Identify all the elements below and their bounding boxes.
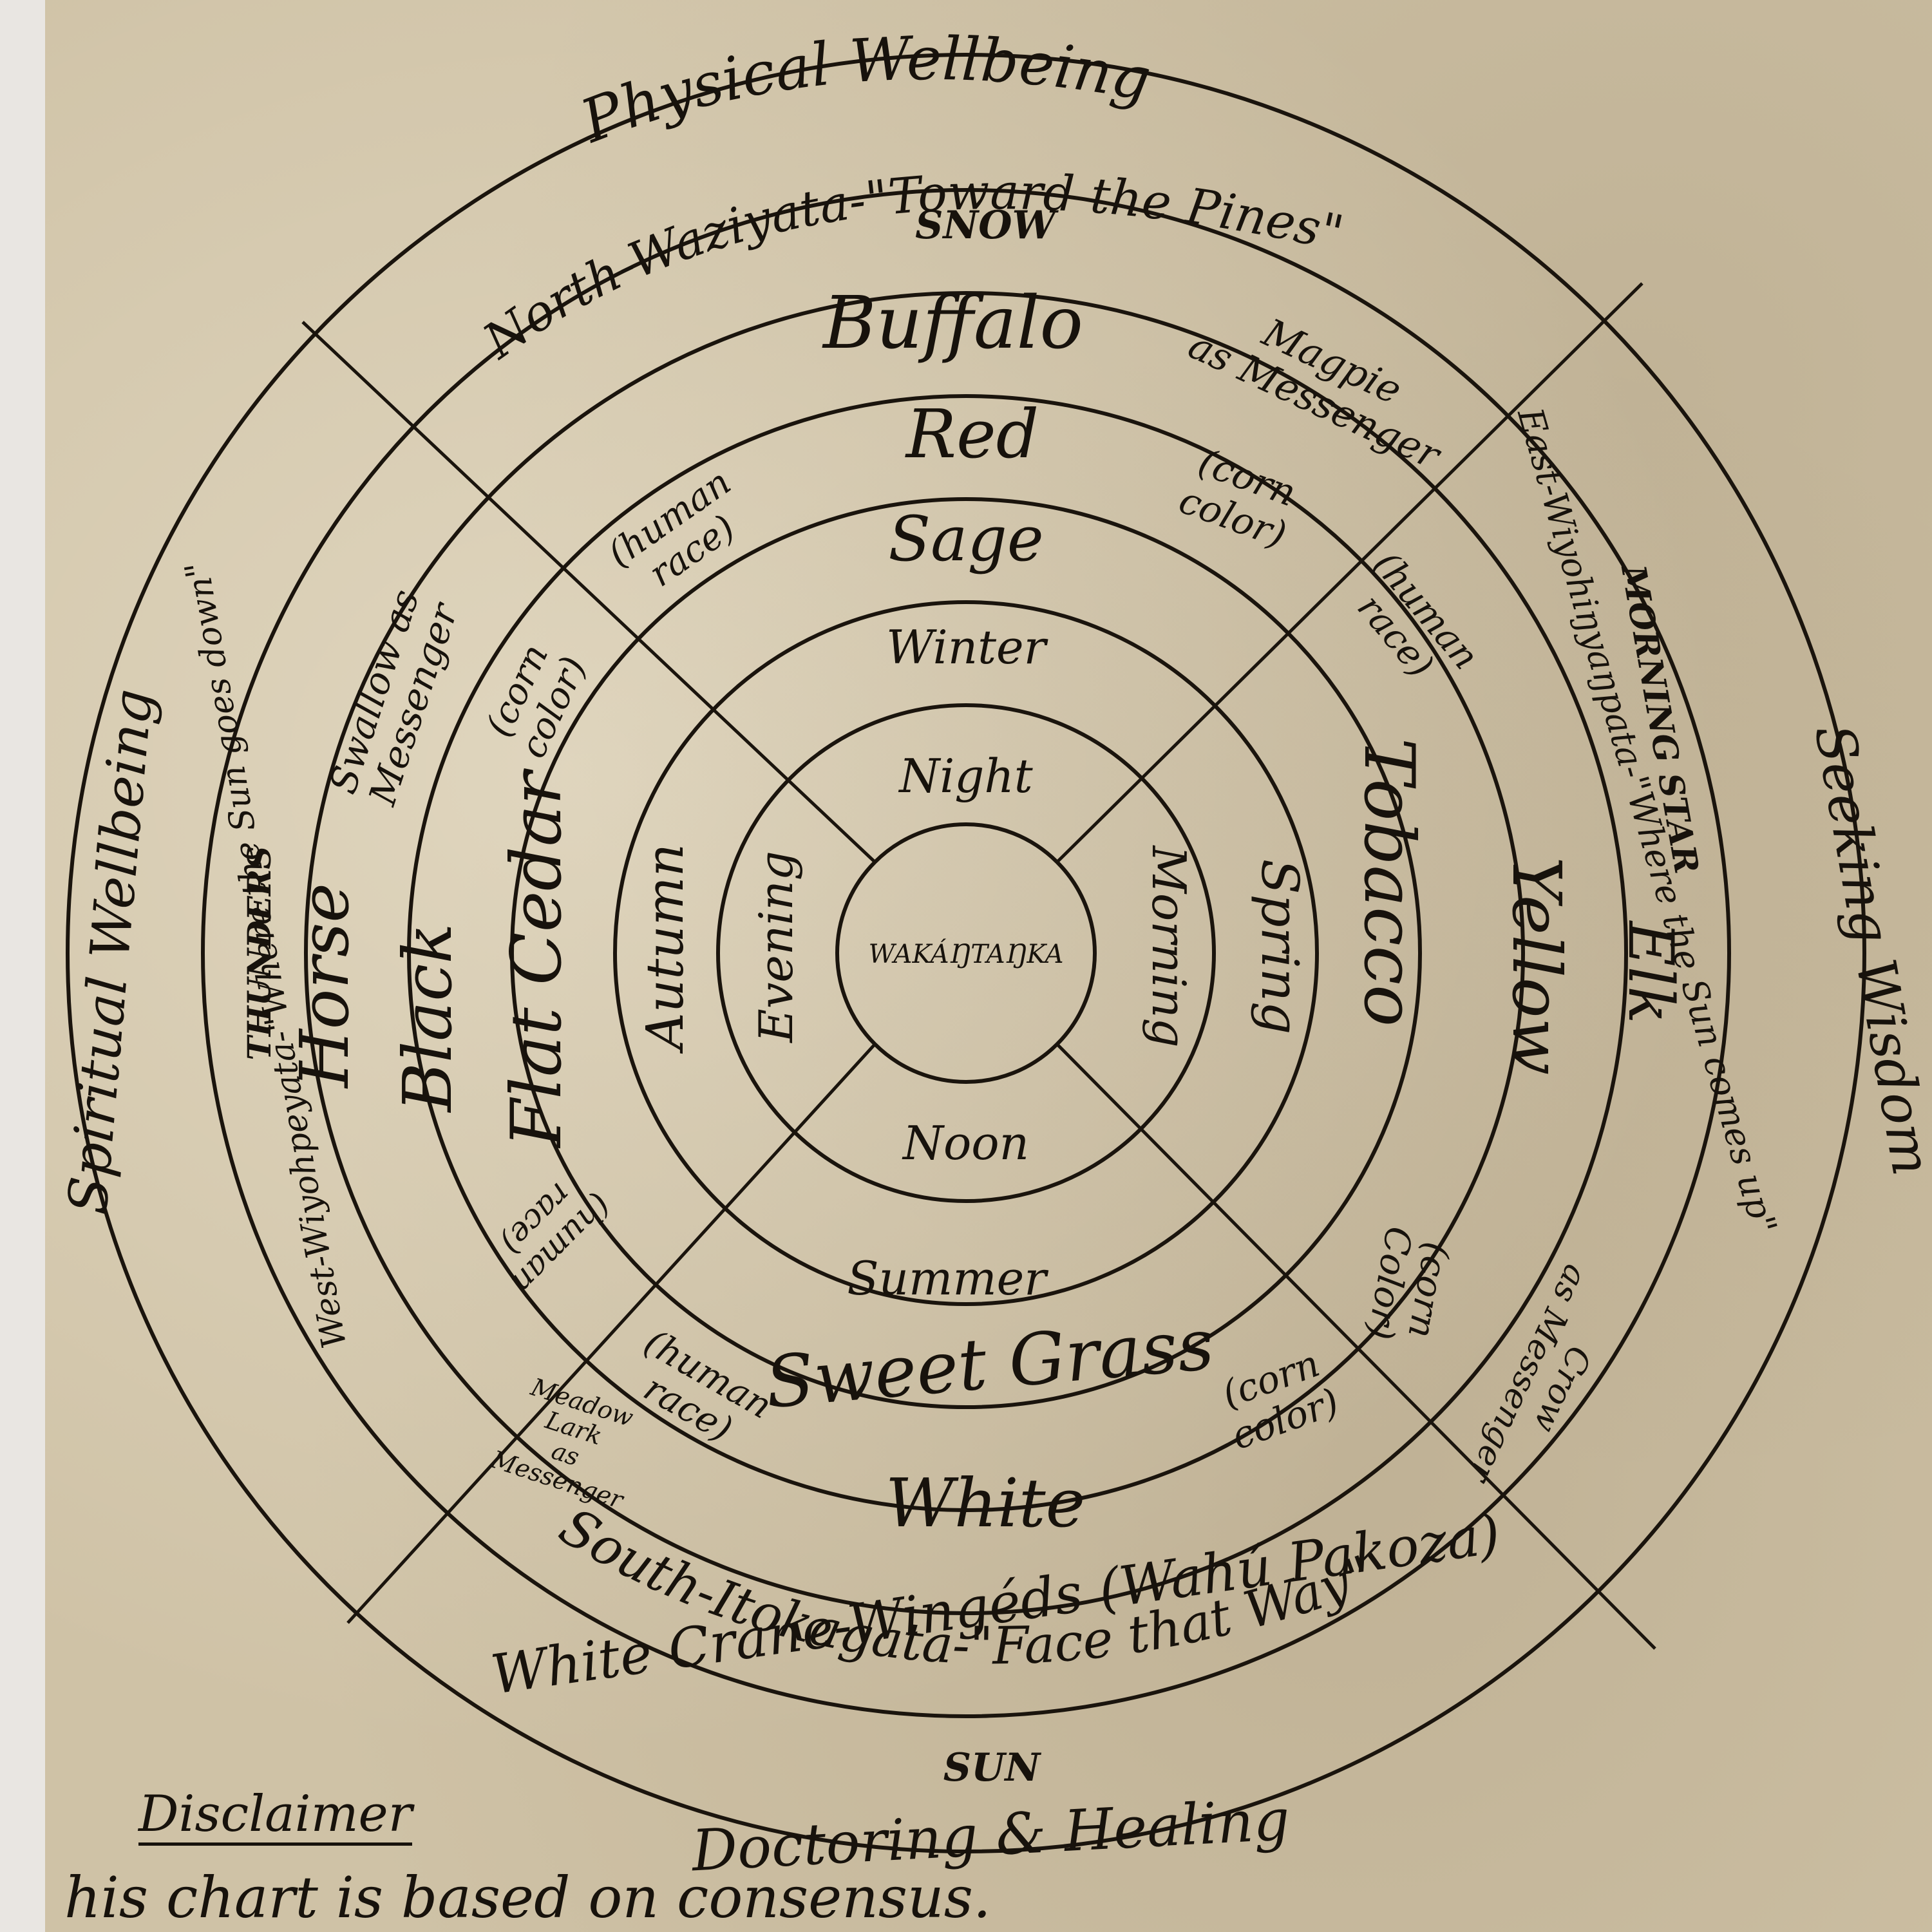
ring-2 [716, 703, 1216, 1203]
time-west: Evening [749, 851, 803, 1044]
ring-7 [201, 188, 1731, 1718]
outer-right: Seeking Wisdom [1803, 720, 1932, 1180]
ring-8 [66, 53, 1866, 1853]
divider-sw [346, 1043, 876, 1624]
season-west: Autumn [635, 844, 695, 1054]
time-south: Noon [902, 1116, 1029, 1170]
note-ne-corn-color: (corn color) [1173, 440, 1302, 557]
color-north: Red [905, 395, 1039, 473]
divider-se [1056, 1043, 1656, 1650]
color-west: Black [388, 923, 467, 1113]
disclaimer-title: Disclaimer [138, 1786, 413, 1846]
outer-left: Spiritual Wellbeing [56, 687, 165, 1217]
quadrant-dividers [301, 282, 1656, 1650]
animal-east: Elk [1615, 920, 1687, 1024]
direction-north-sub: SNOW [915, 203, 1059, 248]
direction-west-sub: THUNDERS [240, 846, 278, 1061]
ring-5 [407, 394, 1525, 1512]
color-south: White [886, 1464, 1085, 1542]
time-north: Night [898, 749, 1033, 803]
direction-south-sub: SUN [943, 1745, 1042, 1790]
ring-1 [835, 822, 1097, 1084]
time-east: Morning [1142, 844, 1196, 1047]
note-ne-human-race: (human race) [1349, 544, 1487, 686]
rings [66, 53, 1866, 1853]
ring-3 [613, 600, 1319, 1306]
medicine-east: Tobacco [1349, 738, 1429, 1027]
divider-nw [301, 321, 876, 863]
center-label: WAKÁŊTAŊKA [868, 939, 1063, 969]
disclaimer-text: his chart is based on consensus. [64, 1864, 991, 1931]
ring-4 [510, 497, 1422, 1409]
medicine-north: Sage [888, 503, 1043, 575]
ring-6 [304, 291, 1628, 1615]
animal-west: Horse [285, 883, 364, 1089]
note-sw-human-race: (human race) [493, 1176, 619, 1302]
wall-edge [0, 0, 45, 1932]
season-south: Summer [847, 1251, 1048, 1305]
animal-north: Buffalo [822, 281, 1083, 365]
season-east: Spring [1250, 859, 1310, 1035]
divider-ne [1056, 282, 1643, 863]
note-nw-human-race: (human race) [600, 461, 743, 595]
messenger-west: Swallow as Messenger [321, 584, 467, 811]
medicine-west: Flat Cedar [497, 768, 577, 1149]
note-s-corn-color: (corn color) [1217, 1341, 1345, 1459]
outer-top-path: Physical Wellbeing [571, 24, 1156, 156]
direction-east: East-Wiyohiŋyaŋpata-"Where the Sun comes… [1510, 403, 1785, 1238]
outer-top: Physical Wellbeing [571, 24, 1156, 156]
color-east: Yellow [1497, 857, 1576, 1075]
note-nw-corn-color: (corn color) [478, 638, 595, 764]
messenger-east: Crow as Messenger [1460, 1259, 1598, 1490]
season-north: Winter [886, 620, 1048, 674]
